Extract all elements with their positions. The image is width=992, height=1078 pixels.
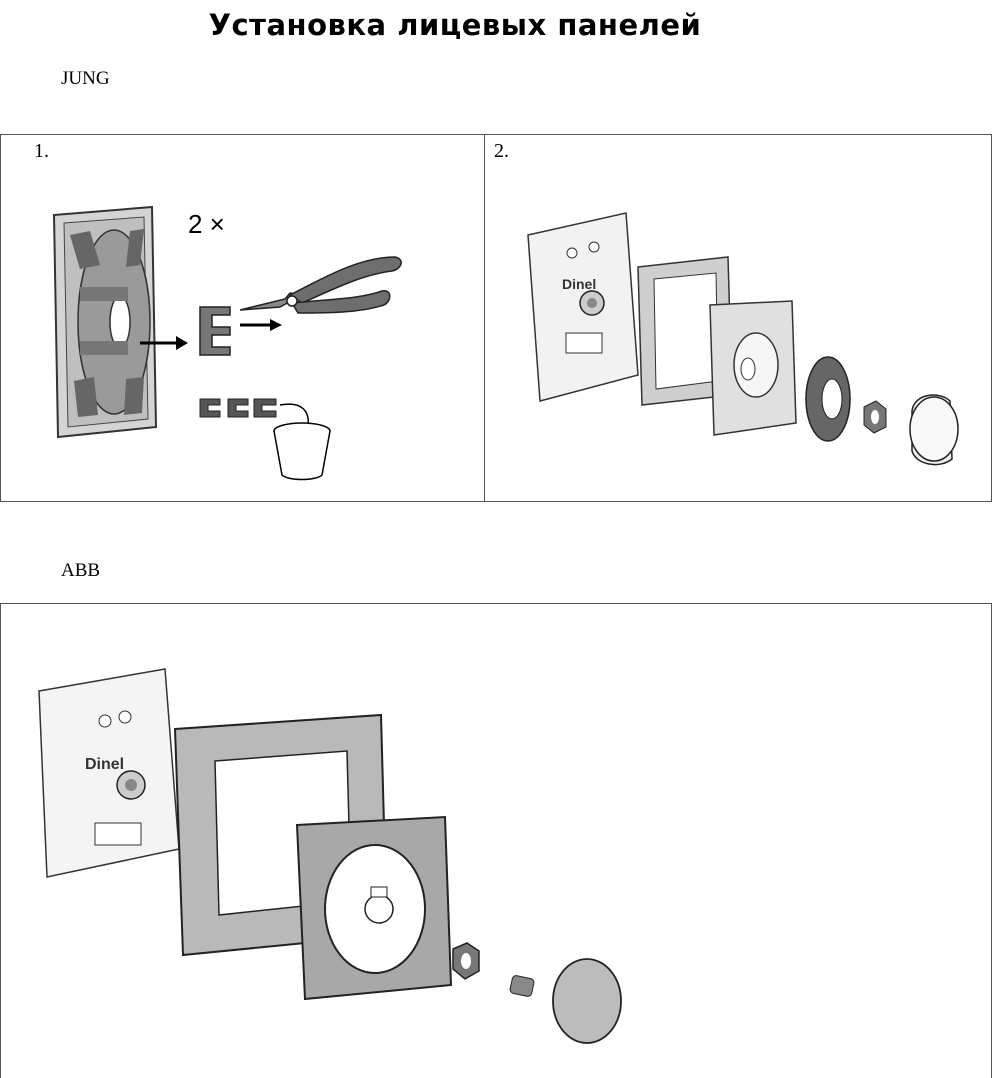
- device-logo: Dinel: [562, 276, 596, 292]
- dimmer-mechanism: Dinel: [527, 212, 639, 402]
- frame-icon: [637, 256, 733, 406]
- brand-label-abb: ABB: [61, 560, 101, 581]
- knob-icon: [552, 958, 622, 1044]
- step-2-number: 2.: [494, 140, 509, 162]
- brand-label-jung: JUNG: [61, 68, 110, 89]
- pliers-icon: [239, 256, 402, 314]
- knob-icon: [909, 394, 959, 466]
- page-title: Установка лицевых панелей: [208, 8, 702, 42]
- shaft-adapter-icon: [509, 975, 535, 997]
- cover-plate-icon: [709, 300, 797, 436]
- dimmer-mechanism: Dinel: [38, 668, 180, 878]
- step-2-illustration: Dinel: [527, 212, 959, 466]
- removed-clips-icon: [199, 398, 277, 418]
- mounting-plate: [52, 205, 158, 439]
- bin-icon: [273, 422, 331, 481]
- table-divider: [484, 134, 485, 502]
- ring-icon: [805, 356, 851, 442]
- clip-icon: [199, 306, 231, 356]
- quantity-annotation: 2 ×: [188, 209, 225, 239]
- step-1-number: 1.: [34, 140, 49, 162]
- device-logo-abb: Dinel: [85, 756, 124, 773]
- cover-plate-icon: [295, 815, 453, 1001]
- abb-illustration: Dinel: [38, 668, 622, 1044]
- nut-icon: [452, 942, 480, 980]
- nut-icon: [863, 400, 887, 434]
- step-1-illustration: 2 ×: [52, 205, 402, 481]
